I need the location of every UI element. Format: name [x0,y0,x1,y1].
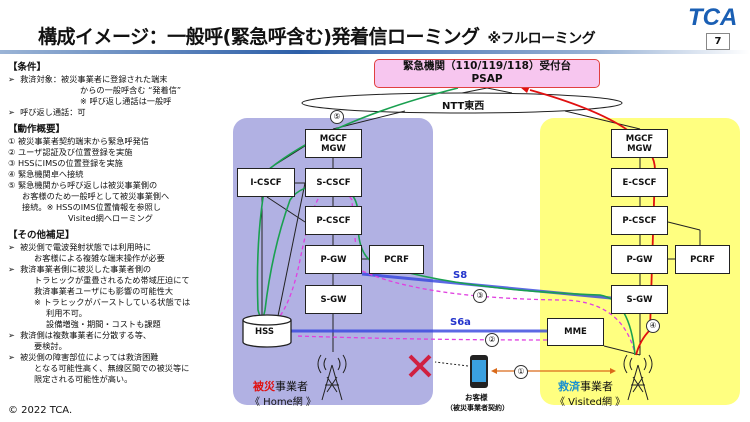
antenna-icon [317,354,347,401]
operation-item: ④ 緊急機関卓へ接続 [8,169,84,179]
s8-label: S8 [453,270,468,281]
home-pcscf-node: P-CSCF [305,206,362,235]
visited-pcrf-node: PCRF [675,245,730,274]
operation-item: ② ユーザ認証及び位置登録を実施 [8,147,133,157]
condition-item: からの一般呼含む “発着信” [80,85,182,95]
step-5-marker: ⑤ [330,110,344,124]
left-panel: 【条件】 ➢ 救済対象：被災事業者に登録された端末 からの一般呼含む “発着信”… [8,60,228,385]
tca-logo: TCA [688,4,738,31]
title-subtitle: ※フルローミング [487,31,596,47]
operation-heading: 【動作概要】 [8,124,66,135]
copyright: © 2022 TCA. [8,405,73,416]
customer-sub-label: （被災事業者契約） [446,404,509,412]
s6a-label: S6a [450,317,471,328]
note-item: 設備増強・期間・コストも課題 [46,319,161,329]
operation-item: Visited網へローミング [68,213,153,223]
condition-item: ➢ 呼び返し通話：可 [8,107,86,117]
header-divider [0,50,750,54]
operation-item: ⑤ 緊急機関から呼び返しは被災事業側の [8,180,158,190]
visited-ecscf-node: E-CSCF [611,168,668,197]
title-text: 構成イメージ：一般呼(緊急呼含む)発着信ローミング [38,26,480,48]
home-pcrf-node: PCRF [369,245,424,274]
note-item: 要検討。 [34,341,67,351]
home-scscf-node: S-CSCF [305,168,362,197]
home-operator-label: 被災事業者 [253,380,308,393]
operation-item: お客様のため一般呼として被災事業側へ [22,191,170,201]
conditions-heading: 【条件】 [8,62,47,73]
visited-pcscf-node: P-CSCF [611,206,668,235]
visited-operator-label: 救済事業者 [558,380,613,393]
note-item: トラヒックが重畳されるため帯域圧迫にて [34,275,190,285]
condition-item: ※ 呼び返し通話は一般呼 [80,96,172,106]
note-item: ➢ 被災側の障害部位によっては救済困難 [8,352,159,362]
operation-item: ① 被災事業者契約端末から緊急呼発信 [8,136,149,146]
hss-database-icon [242,314,292,348]
step-4-marker: ④ [646,319,660,333]
note-item: お客様による複雑な端末操作が必要 [34,253,165,263]
antenna-icon [623,354,653,401]
ntt-label: NTT東西 [442,101,485,112]
home-network-label: 《 Home網 》 [250,397,316,408]
failure-x-icon [408,354,432,378]
hss-label: HSS [255,327,274,337]
visited-network-label: 《 Visited網 》 [555,397,626,408]
visited-mme-node: MME [547,318,604,346]
note-item: 限定される可能性が高い。 [34,374,133,384]
note-item: ※ トラヒックがバーストしている状態では [34,297,191,307]
psap-box: 緊急機関（110/119/118）受付台 PSAP [374,59,600,88]
note-item: ➢ 救済側は複数事業者に分散する等、 [8,330,152,340]
step-3-marker: ③ [473,289,487,303]
step-2-marker: ② [485,333,499,347]
psap-title: 緊急機関（110/119/118）受付台 [403,60,571,72]
notes-heading: 【その他補足】 [8,230,75,241]
operation-item: 接続。※ HSSのIMS位置情報を参照し [22,202,161,212]
visited-pgw-node: P-GW [611,245,668,274]
phone-icon [470,355,488,388]
note-item: 救済事業者ユーザにも影響の可能性大 [34,286,174,296]
condition-item: ➢ 救済対象：被災事業者に登録された端末 [8,74,168,84]
psap-label: PSAP [471,73,503,85]
customer-label: お客様 [465,393,488,402]
home-sgw-node: S-GW [305,285,362,314]
page-title: 構成イメージ：一般呼(緊急呼含む)発着信ローミング ※フルローミング [38,22,596,49]
home-pgw-node: P-GW [305,245,362,274]
note-item: ➢ 救済事業者側に被災した事業者側の [8,264,152,274]
note-item: 利用不可。 [46,308,87,318]
note-item: ➢ 被災側で電波発射状態では利用時に [8,242,152,252]
home-icscf-node: I-CSCF [237,168,295,197]
note-item: となる可能性高く、無線区間での被災等に [34,363,190,373]
operation-item: ③ HSSにIMSの位置登録を実施 [8,158,123,168]
step-1-marker: ① [514,365,528,379]
visited-sgw-node: S-GW [611,285,668,314]
page-number: 7 [706,33,730,50]
